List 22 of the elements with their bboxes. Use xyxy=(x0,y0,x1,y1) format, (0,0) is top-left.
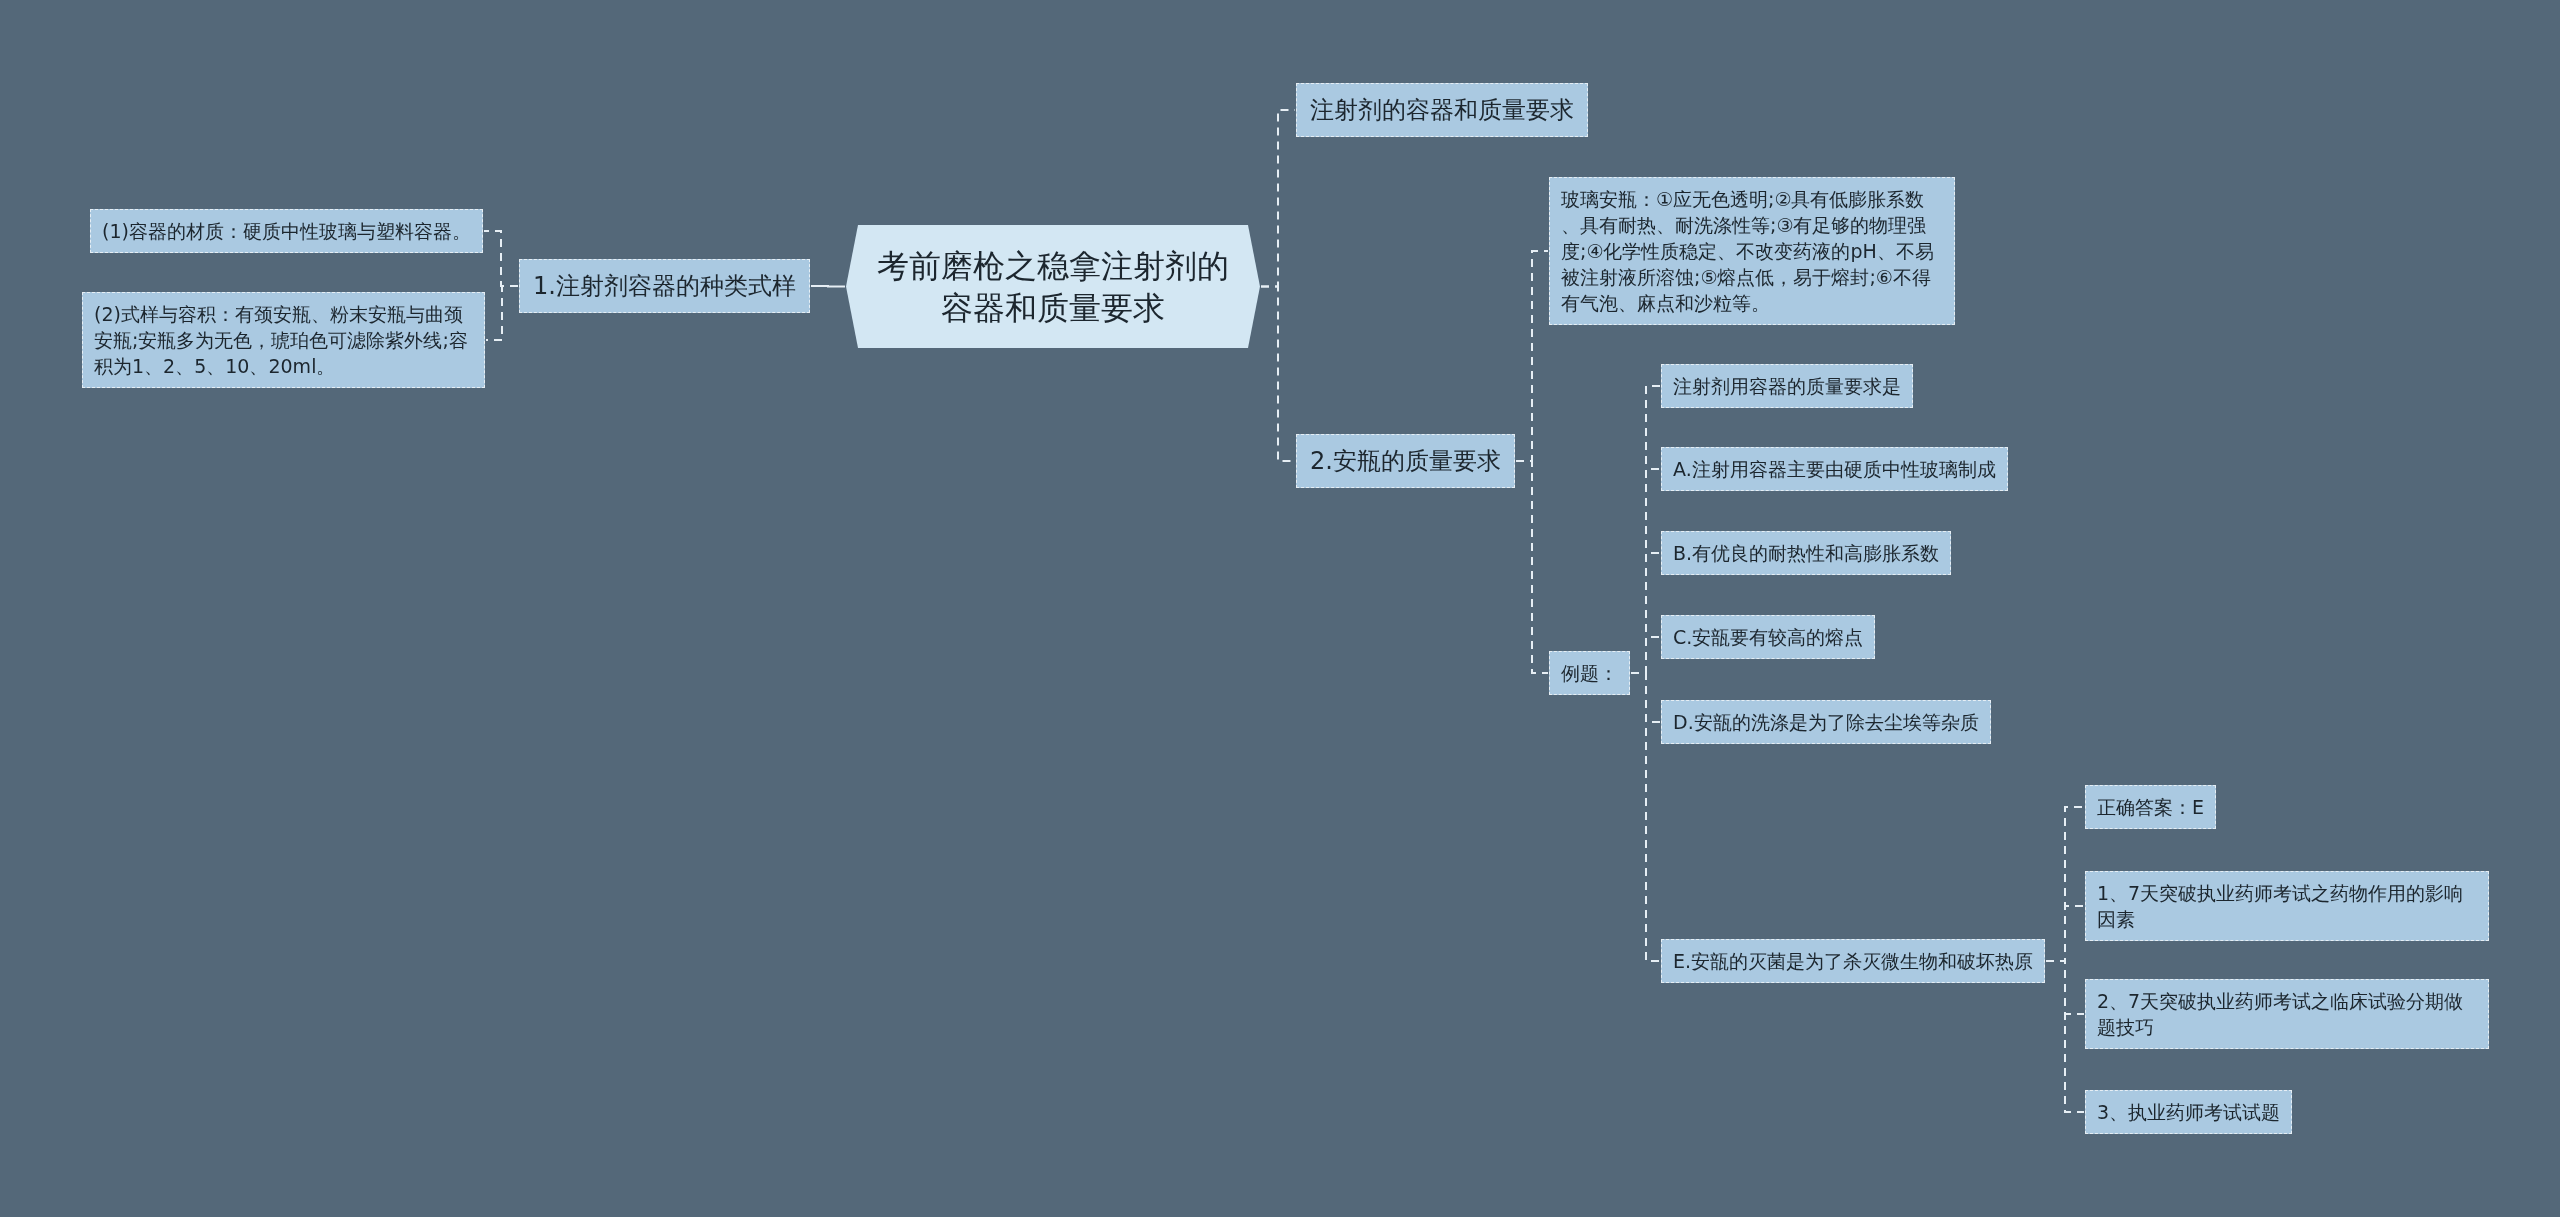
subtopic-box: 3、执业药师考试试题 xyxy=(2085,1090,2293,1134)
subtopic-box: (2)式样与容积：有颈安瓶、粉末安瓶与曲颈安瓶;安瓶多为无色，琥珀色可滤除紫外线;容积为1、2、5、10、20ml。 xyxy=(82,292,485,388)
subtopic-box: 正确答案：E xyxy=(2085,785,2216,829)
topic-box: 注射剂的容器和质量要求 xyxy=(1296,83,1588,137)
connector-line xyxy=(810,285,846,288)
topic-box: 1.注射剂容器的种类式样 xyxy=(519,259,810,313)
subtopic-box: A.注射用容器主要由硬质中性玻璃制成 xyxy=(1661,447,2008,491)
subtopic-box: 玻璃安瓶：①应无色透明;②具有低膨胀系数、具有耐热、耐洗涤性等;③有足够的物理强度;④化学性质稳定、不改变药液的pH、不易被注射液所溶蚀;⑤熔点低，易于熔封;⑥不得有气泡、麻点和沙粒等。 xyxy=(1549,177,1955,325)
connector-line xyxy=(1630,672,1661,962)
subtopic-box: 例题： xyxy=(1549,651,1630,695)
subtopic-box: 1、7天突破执业药师考试之药物作用的影响因素 xyxy=(2085,871,2489,941)
subtopic-box: E.安瓿的灭菌是为了杀灭微生物和破坏热原 xyxy=(1661,939,2046,983)
connector-line xyxy=(2045,960,2085,1113)
subtopic-box: D.安瓿的洗涤是为了除去尘埃等杂质 xyxy=(1661,700,1991,744)
subtopic-box: 注射剂用容器的质量要求是 xyxy=(1661,364,1913,408)
subtopic-box: (1)容器的材质：硬质中性玻璃与塑料容器。 xyxy=(90,209,483,253)
connector-line xyxy=(1515,460,1549,674)
subtopic-box: C.安瓿要有较高的熔点 xyxy=(1661,615,1876,659)
connector-line xyxy=(485,285,519,341)
subtopic-box: B.有优良的耐热性和高膨胀系数 xyxy=(1661,531,1952,575)
subtopic-box: 2、7天突破执业药师考试之临床试验分期做题技巧 xyxy=(2085,979,2489,1049)
topic-box: 2.安瓶的质量要求 xyxy=(1296,434,1515,488)
